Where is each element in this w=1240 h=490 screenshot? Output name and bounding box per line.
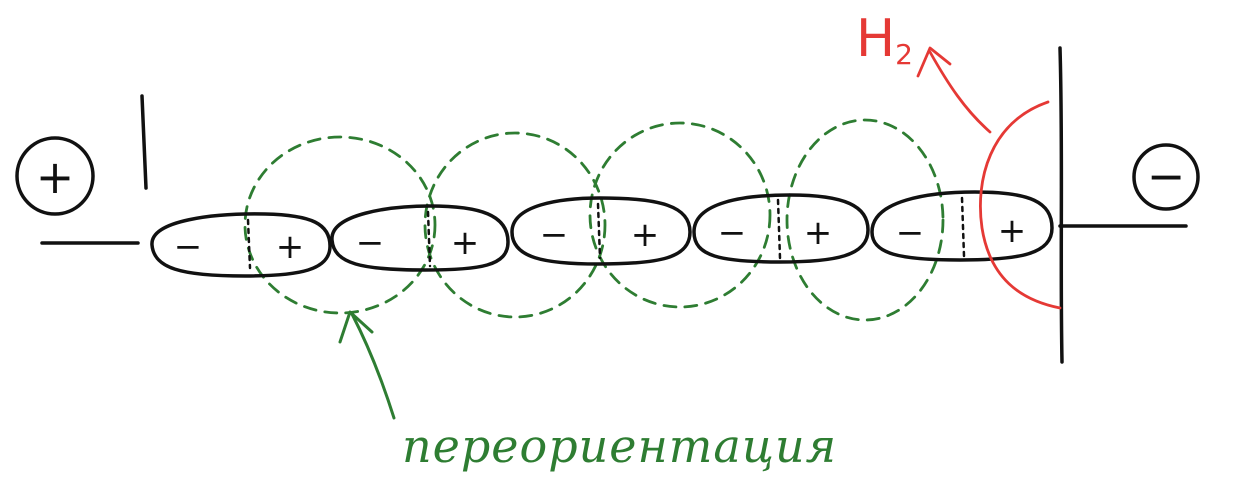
gas-label: H2 — [856, 9, 913, 71]
particle-pos-sign: + — [276, 227, 305, 267]
particle-neg-sign: − — [356, 223, 385, 263]
particle-outline — [870, 190, 1054, 262]
particle-neg-sign: − — [174, 227, 203, 267]
gas-arrow-head — [916, 46, 952, 78]
cathode-sign: − — [1147, 149, 1186, 203]
cathode-plate — [1058, 46, 1064, 364]
anode-sign: + — [36, 150, 75, 204]
anode: + — [15, 94, 148, 245]
particle-neg-sign: − — [896, 213, 925, 253]
field-loop — [243, 135, 437, 315]
hydrogen-evolution: H2 — [856, 9, 1062, 310]
particle-chain: − + − + − + − + − + — [150, 190, 1054, 278]
caption-arrow-shaft — [350, 312, 396, 420]
gas-arrow-shaft — [928, 50, 992, 134]
field-loop — [785, 118, 945, 322]
caption-text: переориентация — [402, 419, 837, 473]
cathode-circle — [1132, 143, 1200, 211]
particle-divider — [776, 198, 782, 260]
particle-outline — [150, 212, 332, 278]
particle: − + — [510, 196, 692, 266]
particle: − + — [692, 193, 870, 264]
particle: − + — [870, 190, 1054, 262]
particle-pos-sign: + — [998, 211, 1027, 251]
particle-divider — [596, 202, 602, 260]
particle-outline — [330, 204, 510, 272]
particle-pos-sign: + — [451, 223, 480, 263]
particle-divider — [426, 210, 432, 268]
particle-pos-sign: + — [631, 215, 660, 255]
field-loop — [588, 121, 772, 309]
particle-pos-sign: + — [804, 213, 833, 253]
cathode: − — [1058, 46, 1200, 364]
particle: − + — [330, 204, 510, 272]
particle: − + — [150, 212, 332, 278]
field-loop — [423, 131, 607, 319]
particle-outline — [510, 196, 692, 266]
particle-divider — [960, 196, 966, 258]
gas-envelope — [979, 100, 1062, 310]
particle-outline — [692, 193, 870, 264]
particle-neg-sign: − — [718, 213, 747, 253]
anode-circle — [15, 136, 95, 216]
gas-symbol: H — [856, 9, 895, 69]
caption-arrow-head — [338, 310, 374, 344]
anode-plate — [140, 94, 148, 190]
gas-subscript: 2 — [895, 38, 913, 71]
caption-arrow — [338, 310, 396, 420]
field-loops — [243, 118, 945, 322]
particle-divider — [246, 218, 252, 270]
particle-neg-sign: − — [540, 215, 569, 255]
